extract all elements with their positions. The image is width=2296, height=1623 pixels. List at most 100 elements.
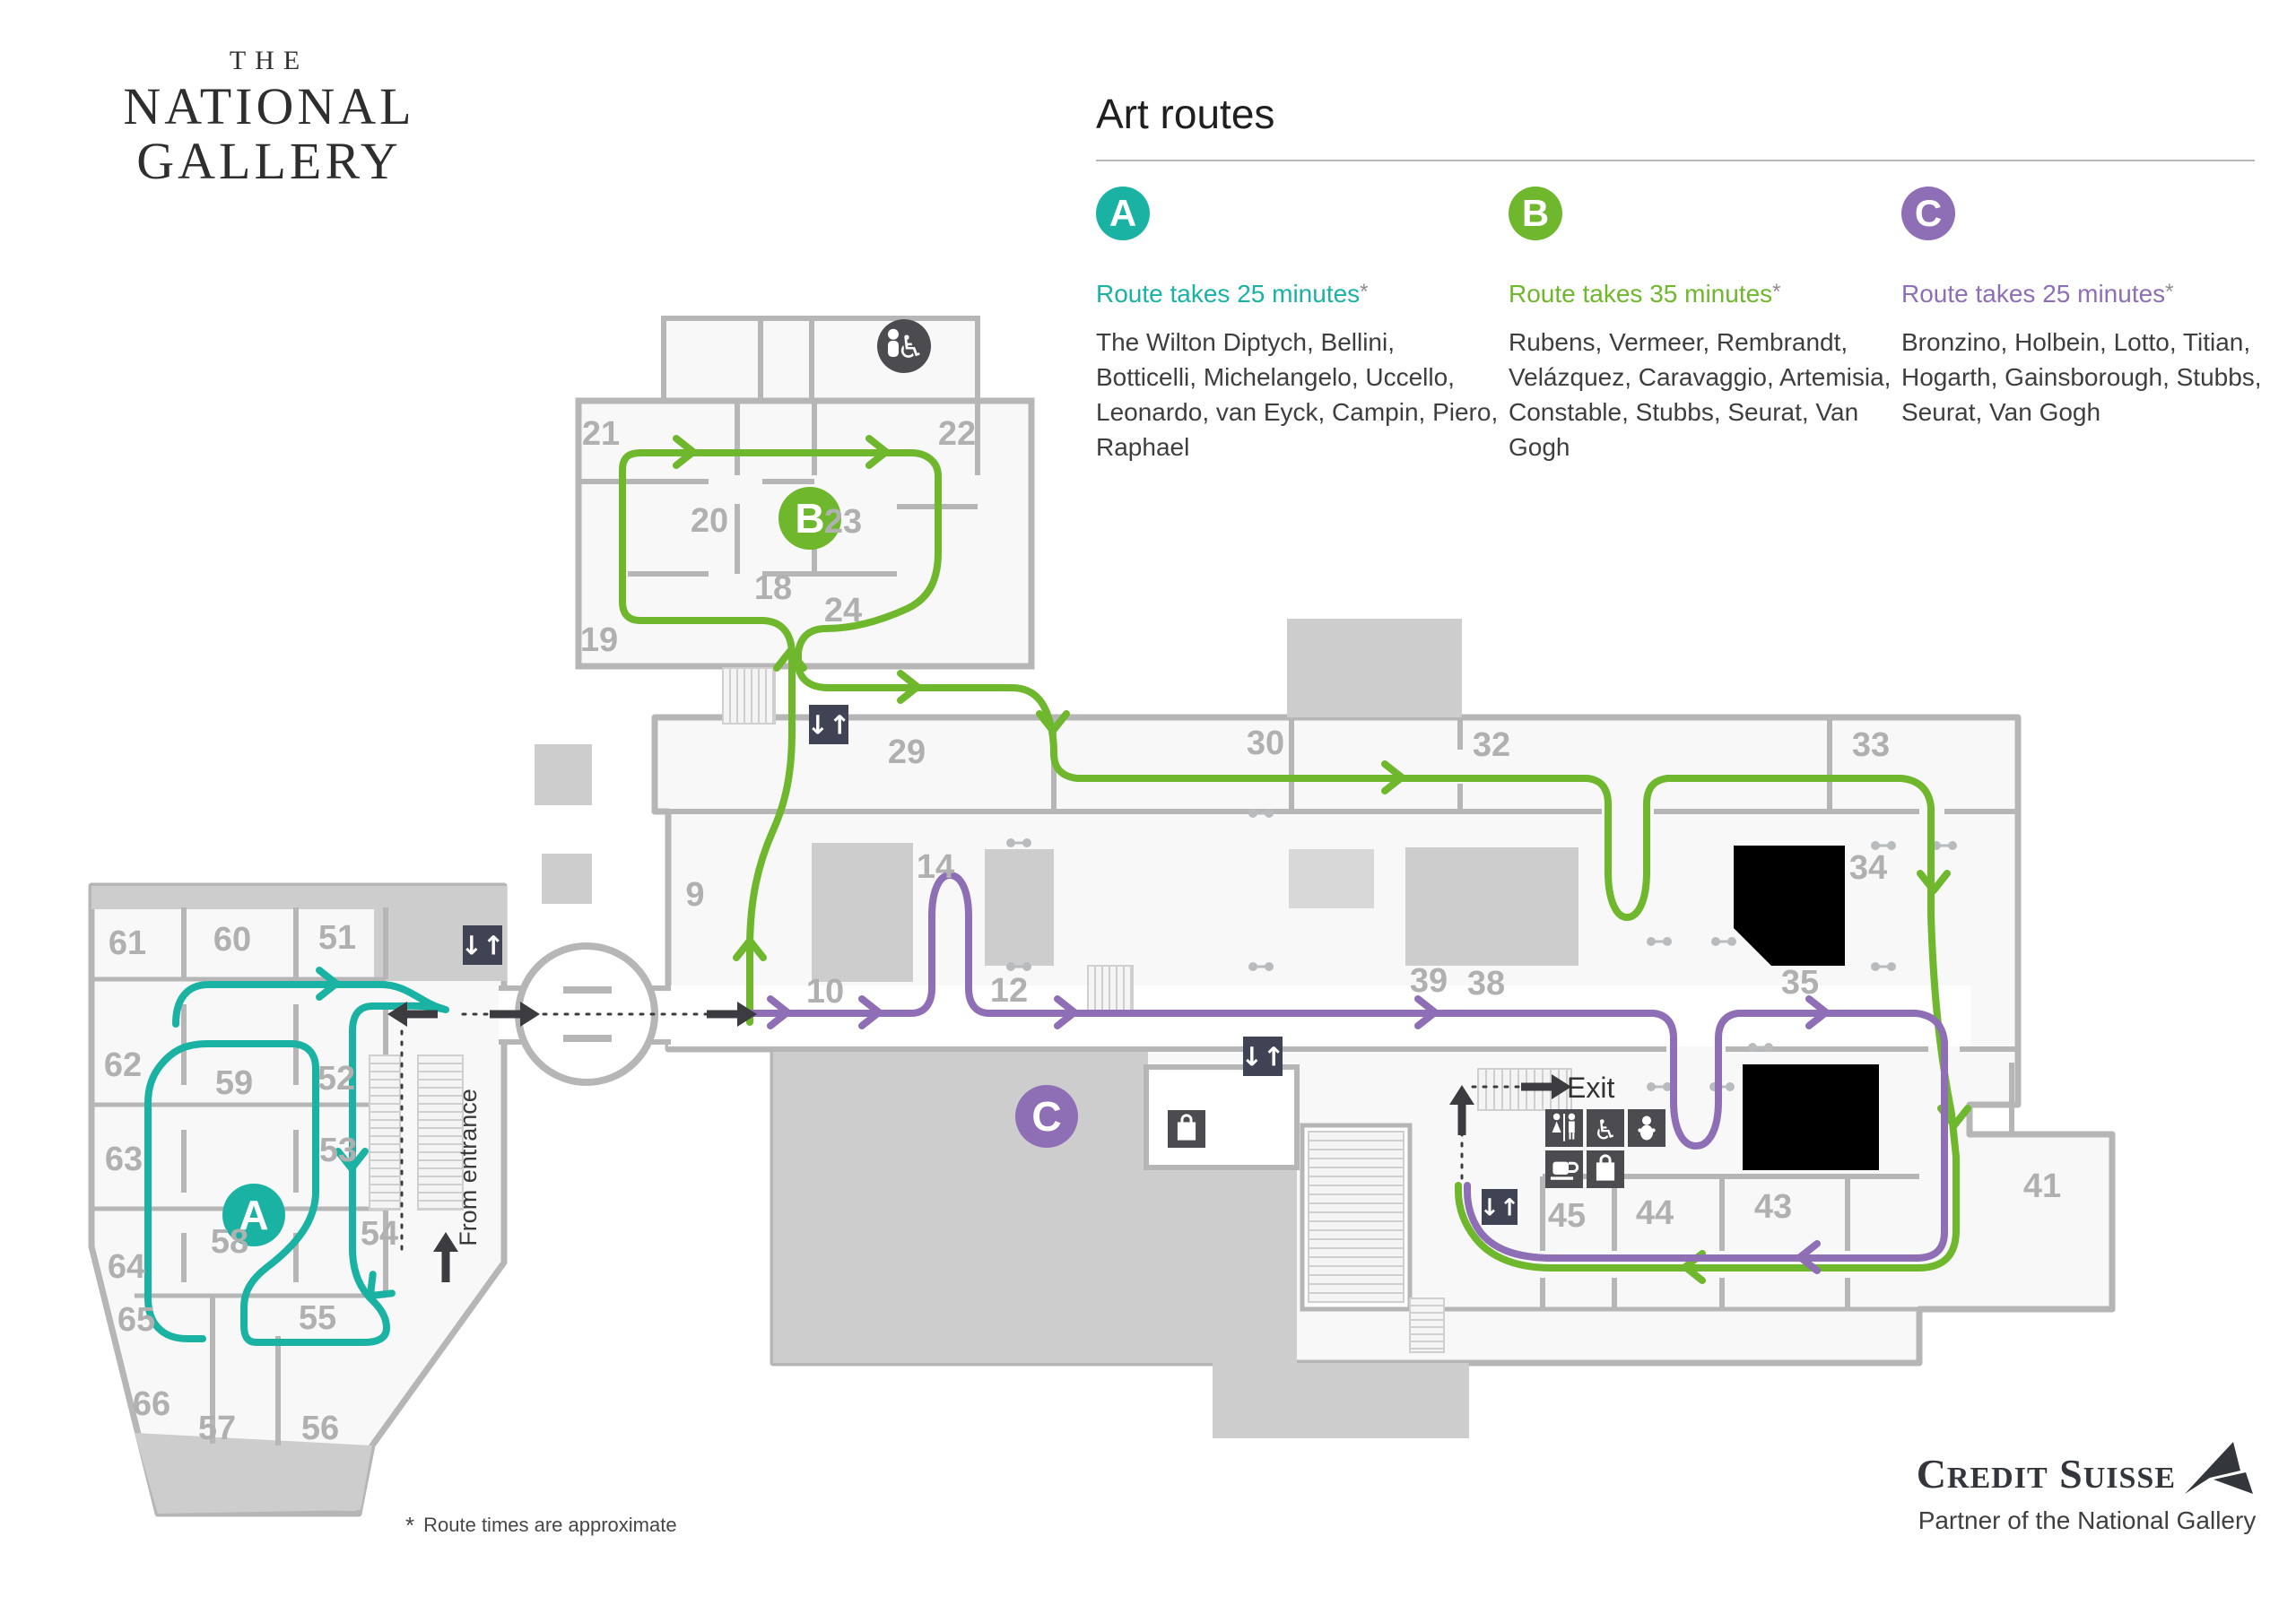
room-label-21: 21 <box>582 415 620 453</box>
room-label-58: 58 <box>211 1223 248 1261</box>
route-c-artists: Bronzino, Holbein, Lotto, Titian, Hogart… <box>1901 328 2262 426</box>
route-b-artists: Rubens, Vermeer, Rembrandt, Velázquez, C… <box>1509 328 1892 461</box>
accessible-circle-icon: ♿ <box>877 319 931 373</box>
route-C-path <box>737 872 1948 1274</box>
door-marker <box>1871 841 1896 850</box>
room-label-24: 24 <box>824 592 862 629</box>
room-label-41: 41 <box>2023 1167 2061 1205</box>
route-b-badge: B <box>1509 187 1562 240</box>
door-marker <box>1248 962 1274 971</box>
shop-icon <box>1168 1110 1205 1148</box>
room-label-10: 10 <box>806 973 844 1011</box>
svg-text:↓↑: ↓↑ <box>807 710 851 741</box>
credit-suisse-block: CREDIT SUISSE Partner of the National Ga… <box>1917 1438 2257 1535</box>
room-label-23: 23 <box>824 503 862 541</box>
room-label-59: 59 <box>215 1064 253 1102</box>
room-label-51: 51 <box>318 919 356 957</box>
credit-suisse-logo: CREDIT SUISSE <box>1916 1451 2176 1497</box>
route-c-badge: C <box>1901 187 1955 240</box>
room-label-18: 18 <box>754 569 792 607</box>
credit-suisse-sail-icon <box>2185 1442 2253 1494</box>
room-label-33: 33 <box>1852 726 1890 764</box>
shop-icon <box>1587 1150 1624 1188</box>
wc-icon <box>1545 1109 1583 1147</box>
door-marker <box>1248 809 1274 818</box>
dotted-paths <box>400 1012 1525 1254</box>
from-entrance-arrow <box>433 1232 458 1282</box>
room-label-53: 53 <box>319 1132 357 1169</box>
from-entrance-label: From entrance <box>455 1089 482 1246</box>
room-label-38: 38 <box>1467 965 1505 1002</box>
room-label-56: 56 <box>301 1410 339 1447</box>
room-label-63: 63 <box>105 1141 143 1178</box>
route-marker-C: C <box>1015 1085 1078 1148</box>
room-label-66: 66 <box>133 1385 170 1423</box>
room-label-20: 20 <box>691 502 728 540</box>
lift-icon: ↓↑ <box>461 925 504 965</box>
stairs-icon <box>722 667 776 725</box>
door-marker <box>1748 1043 1773 1052</box>
baby-icon <box>1628 1109 1665 1147</box>
door-marker <box>1647 937 1672 946</box>
stairs-icon <box>1087 965 1134 1011</box>
room-label-55: 55 <box>299 1299 336 1337</box>
room-label-60: 60 <box>213 921 251 959</box>
room-label-64: 64 <box>108 1248 145 1286</box>
route-marker-B: B <box>778 487 841 550</box>
logo-line-gallery: GALLERY <box>136 131 402 190</box>
room-label-19: 19 <box>580 621 618 659</box>
room-label-44: 44 <box>1636 1194 1674 1232</box>
room-label-32: 32 <box>1473 726 1510 764</box>
cafe-icon <box>1545 1150 1583 1188</box>
route-a-artists: The Wilton Diptych, Bellini, Botticelli,… <box>1096 328 1499 461</box>
lift-icon: ↓↑ <box>1241 1037 1285 1076</box>
entrance-right-arrow <box>490 1002 540 1027</box>
route-c-time: Route takes 25 minutes* <box>1901 280 2174 308</box>
corridor-right-arrow <box>707 1002 757 1027</box>
stairs-icon <box>369 1055 401 1211</box>
legend-title: Art routes <box>1096 91 1275 137</box>
room-label-30: 30 <box>1247 725 1284 762</box>
room-label-43: 43 <box>1754 1188 1792 1226</box>
accessible-icon: ♿ <box>1587 1109 1624 1147</box>
room-label-34: 34 <box>1849 849 1887 887</box>
room-label-39: 39 <box>1410 962 1448 1000</box>
legend-divider <box>1096 160 2255 161</box>
legend-route-b: B Route takes 35 minutes* Rubens, Vermee… <box>1509 187 1914 464</box>
lift-icon: ↓↑ <box>1480 1189 1519 1225</box>
svg-text:A: A <box>239 1192 268 1238</box>
door-marker <box>1647 1082 1672 1091</box>
svg-text:C: C <box>1031 1093 1061 1140</box>
credit-suisse-tagline: Partner of the National Gallery <box>1918 1506 2257 1534</box>
door-marker <box>1006 838 1031 847</box>
route-b-time: Route takes 35 minutes* <box>1509 280 1781 308</box>
room-label-65: 65 <box>117 1301 155 1339</box>
room-label-57: 57 <box>198 1410 236 1447</box>
room-label-61: 61 <box>109 924 146 962</box>
room-label-35: 35 <box>1781 964 1819 1002</box>
door-marker <box>1871 962 1896 971</box>
room-label-52: 52 <box>317 1060 355 1098</box>
svg-text:↓↑: ↓↑ <box>1480 1194 1519 1222</box>
door-markers <box>1006 809 1957 1091</box>
exit-right-arrow <box>1521 1074 1571 1099</box>
room-label-45: 45 <box>1548 1197 1586 1235</box>
logo-line-national: NATIONAL <box>123 77 415 136</box>
svg-text:↓↑: ↓↑ <box>1241 1042 1285 1072</box>
room-label-12: 12 <box>990 972 1028 1010</box>
stairs-icon <box>1409 1298 1445 1353</box>
exit-up-arrow <box>1449 1085 1474 1135</box>
logo-line-the: THE <box>229 46 309 75</box>
room-label-22: 22 <box>938 415 976 453</box>
door-marker <box>1006 962 1031 971</box>
door-marker <box>1711 937 1736 946</box>
route-a-time: Route takes 25 minutes* <box>1096 280 1369 308</box>
room-label-14: 14 <box>917 848 954 886</box>
interior-walls <box>91 318 2018 1445</box>
room-label-9: 9 <box>685 876 704 914</box>
svg-text:♿: ♿ <box>897 330 925 366</box>
legend-route-a: A Route takes 25 minutes* The Wilton Dip… <box>1096 187 1501 464</box>
route-times-footnote: *Route times are approximate <box>405 1512 677 1539</box>
svg-text:B: B <box>795 495 824 542</box>
